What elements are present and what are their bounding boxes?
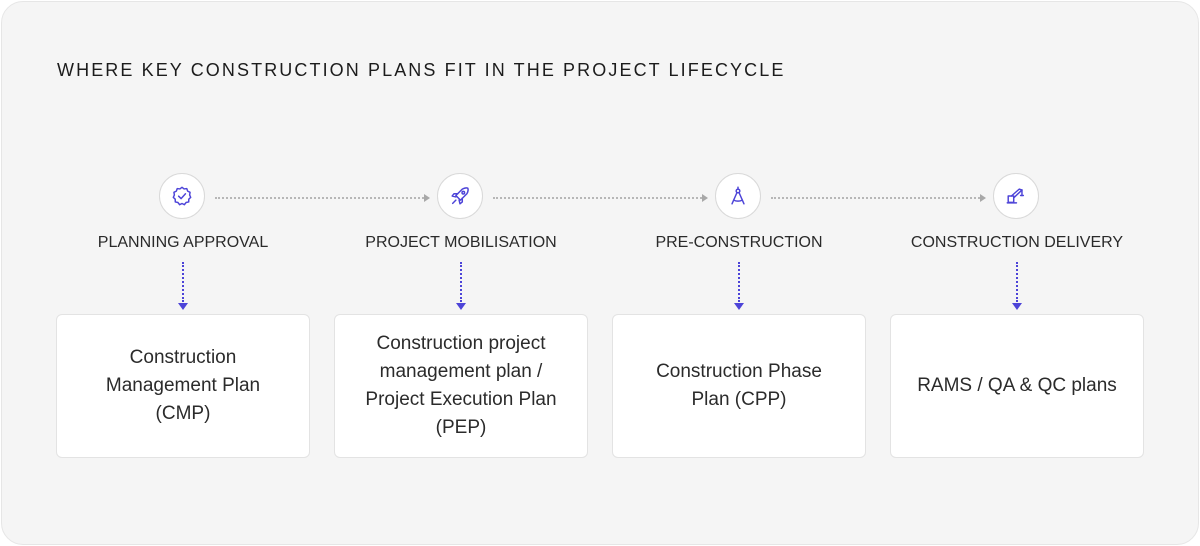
stage-label: PLANNING APPROVAL	[97, 234, 269, 251]
stage-label: PROJECT MOBILISATION	[365, 234, 557, 251]
diagram-title: WHERE KEY CONSTRUCTION PLANS FIT IN THE …	[57, 60, 786, 80]
plan-box: RAMS / QA & QC plans	[890, 314, 1144, 458]
down-arrow	[178, 262, 188, 310]
stage-planning-approval: PLANNING APPROVAL Construction Managemen…	[56, 0, 310, 546]
plan-box: Construction project management plan / P…	[334, 314, 588, 458]
plan-name: Construction project management plan / P…	[365, 333, 557, 438]
badge-check-icon	[159, 173, 205, 219]
compass-icon	[715, 173, 761, 219]
stage-project-mobilisation: PROJECT MOBILISATION Construction projec…	[334, 0, 588, 546]
plan-name: Construction Phase Plan (CPP)	[656, 361, 822, 410]
down-arrow	[456, 262, 466, 310]
stage-label: PRE-CONSTRUCTION	[655, 234, 823, 251]
plan-box: Construction Management Plan (CMP)	[56, 314, 310, 458]
stage-label: CONSTRUCTION DELIVERY	[910, 234, 1124, 251]
rocket-icon	[437, 173, 483, 219]
plan-name: Construction Management Plan (CMP)	[105, 347, 261, 424]
crane-icon	[993, 173, 1039, 219]
down-arrow	[734, 262, 744, 310]
connector-arrow-3	[771, 194, 986, 202]
connector-arrow-1	[215, 194, 430, 202]
down-arrow	[1012, 262, 1022, 310]
stage-construction-delivery: CONSTRUCTION DELIVERY RAMS / QA & QC pla…	[890, 0, 1144, 546]
plan-name: RAMS / QA & QC plans	[917, 375, 1117, 396]
stage-pre-construction: PRE-CONSTRUCTION Construction Phase Plan…	[612, 0, 866, 546]
plan-box: Construction Phase Plan (CPP)	[612, 314, 866, 458]
connector-arrow-2	[493, 194, 708, 202]
